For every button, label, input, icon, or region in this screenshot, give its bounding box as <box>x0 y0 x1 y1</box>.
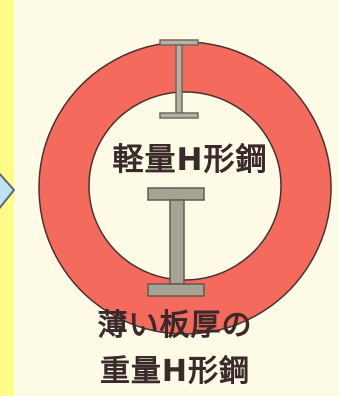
highlight-ring <box>38 41 332 335</box>
arrow-right-icon <box>0 172 16 210</box>
heavy-h-beam-label-line2: 重量H形鋼 <box>99 354 251 389</box>
light-h-beam-label: 軽量H形鋼 <box>112 142 268 178</box>
heavy-h-beam-label-line1: 薄い板厚の <box>97 308 253 343</box>
light-h-beam-icon <box>159 39 199 119</box>
heavy-h-beam-icon <box>147 187 205 297</box>
